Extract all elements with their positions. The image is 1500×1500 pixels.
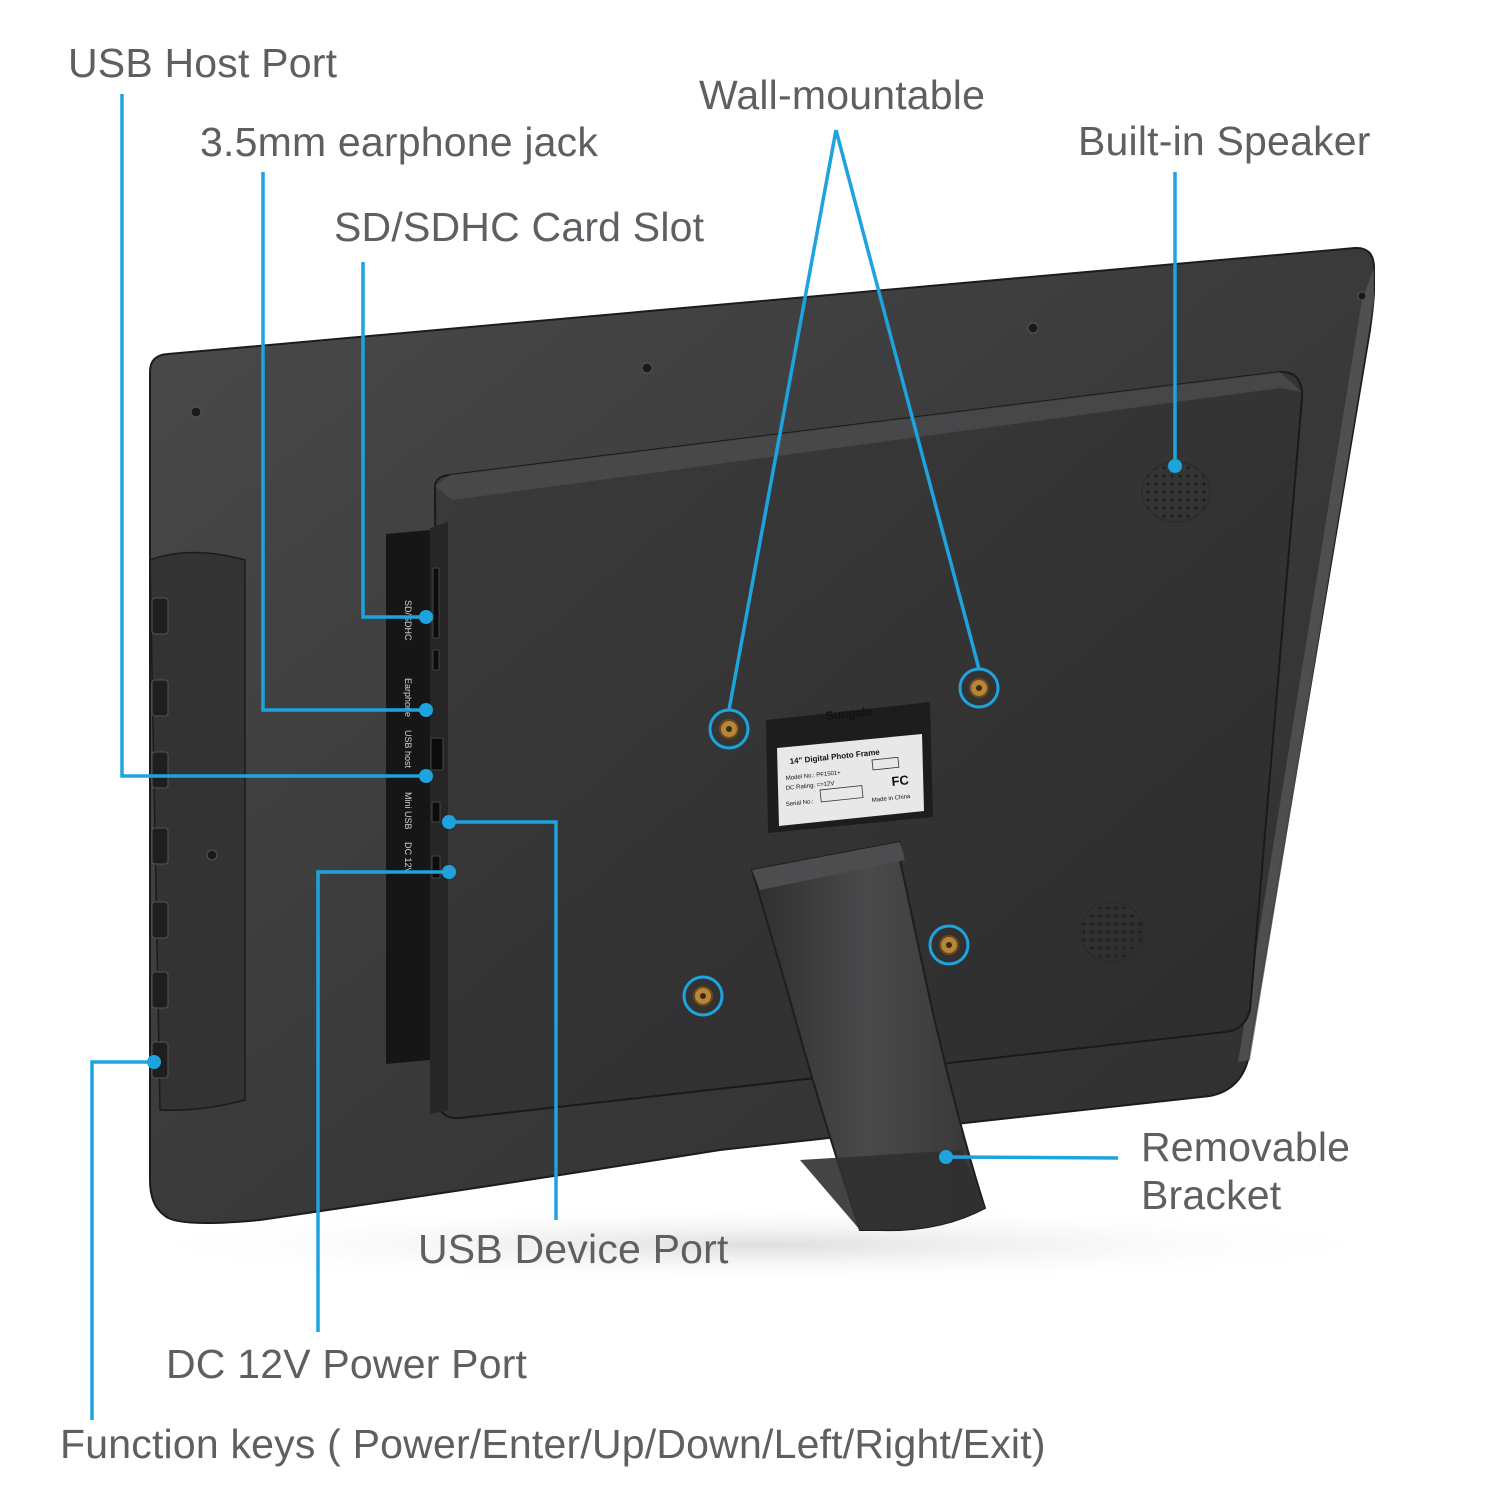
port-label-dc: DC 12V: [403, 842, 413, 874]
callout-function-keys: Function keys ( Power/Enter/Up/Down/Left…: [60, 1421, 1046, 1467]
leader-earphone: [261, 172, 426, 712]
port-label-mini-usb: Mini USB: [403, 792, 413, 830]
plate-origin: Made in China: [872, 794, 912, 804]
leader-usb-device: [449, 820, 558, 1220]
function-key-buttons: [151, 597, 169, 1079]
callout-dc-power-port: DC 12V Power Port: [166, 1341, 528, 1387]
function-key-right[interactable]: [151, 971, 169, 1009]
callout-lines: [90, 94, 1177, 1420]
frame-screws: [190, 291, 1367, 861]
plate-brand: Sungale: [825, 704, 873, 723]
port-label-usb-host: USB host: [403, 730, 413, 769]
callout-wall-mountable: Wall-mountable: [699, 72, 986, 118]
port-label-earphone: Earphone: [403, 678, 413, 717]
callout-earphone-jack: 3.5mm earphone jack: [200, 119, 599, 165]
wall-mount-hole-2: [958, 667, 1000, 709]
earphone-jack[interactable]: [432, 649, 440, 671]
leader-wall-mount-left: [727, 129, 838, 711]
function-key-down[interactable]: [151, 827, 169, 865]
function-key-up[interactable]: [151, 751, 169, 789]
port-label-texts: SD/SDHC Earphone USB host Mini USB DC 12…: [403, 600, 413, 874]
plate-rating: DC Rating: ==12V: [786, 781, 835, 792]
mini-usb-port[interactable]: [431, 801, 441, 823]
plate-model: Model No.: PF1501+: [786, 770, 842, 782]
plate-serial: Serial No.:: [786, 799, 815, 808]
side-button-strip: [149, 551, 246, 1112]
leader-bracket: [945, 1155, 1119, 1160]
callout-dots: [147, 459, 1182, 1164]
callout-sd-card-slot: SD/SDHC Card Slot: [334, 204, 705, 250]
leader-wall-mount-right: [834, 129, 981, 670]
plate-fcc: FC: [891, 772, 910, 789]
speaker-grille-bottom: [1079, 901, 1145, 963]
leader-usb-host: [120, 94, 426, 778]
removable-bracket-stand: [750, 840, 987, 1232]
wall-mount-hole-3: [928, 924, 970, 966]
wall-mount-hole-4: [682, 975, 724, 1017]
product-label-plate: Sungale 14" Digital Photo Frame Model No…: [766, 702, 933, 833]
rear-panel-top-bevel: [435, 372, 1302, 500]
callout-removable-bracket: Removable Bracket: [1141, 1124, 1351, 1218]
sd-card-slot[interactable]: [432, 567, 440, 639]
port-strip: [386, 530, 430, 1064]
leader-sd-slot: [361, 262, 426, 619]
function-key-power[interactable]: [151, 597, 169, 635]
leader-dc-power: [316, 870, 449, 1332]
function-key-left[interactable]: [151, 901, 169, 939]
callout-usb-host-port: USB Host Port: [68, 40, 338, 86]
usb-host-port[interactable]: [430, 737, 444, 771]
dc-power-jack[interactable]: [431, 855, 441, 879]
callout-built-in-speaker: Built-in Speaker: [1078, 118, 1371, 164]
function-key-enter[interactable]: [151, 679, 169, 717]
ground-shadow: [110, 1205, 1410, 1285]
callout-usb-device-port: USB Device Port: [418, 1226, 729, 1272]
frame-edge-highlight: [1238, 268, 1374, 1062]
port-label-sdhc: SD/SDHC: [403, 600, 413, 641]
leader-function-keys: [90, 1060, 154, 1420]
